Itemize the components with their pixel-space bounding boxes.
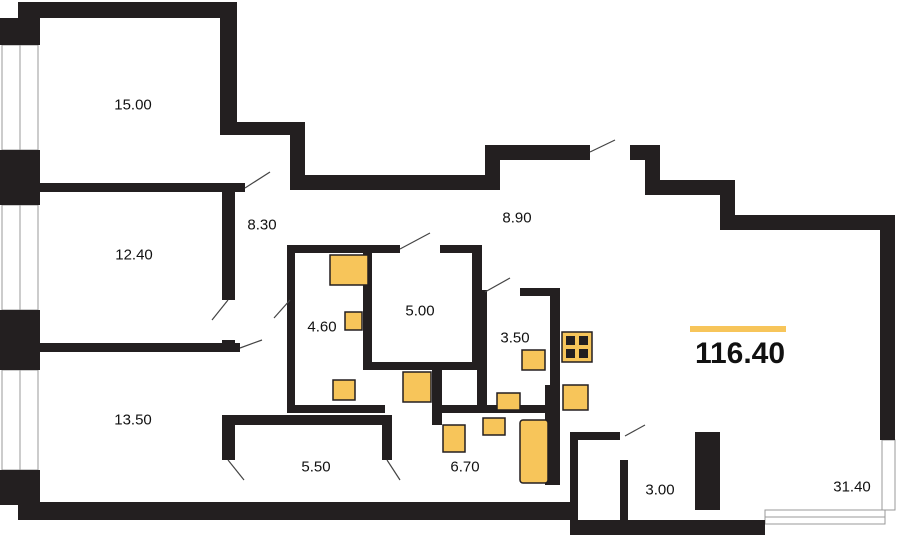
- sink-icon: [496, 392, 521, 411]
- room-area-bedroom-1: 15.00: [114, 96, 152, 114]
- stove-burners: [566, 336, 588, 358]
- room-area-bathroom-1: 4.60: [307, 318, 337, 336]
- room-area-kitchen-living: 31.40: [833, 478, 871, 496]
- room-area-balcony: 3.00: [645, 481, 675, 499]
- room-area-storage: 5.00: [405, 302, 435, 320]
- windows: [1, 44, 896, 525]
- bathtub-icon: [519, 419, 549, 484]
- room-area-bathroom-2: 3.50: [500, 329, 530, 347]
- room-area-hall: 8.30: [247, 216, 277, 234]
- room-area-wardrobe: 5.50: [301, 458, 331, 476]
- sink-icon: [402, 371, 432, 403]
- total-area-accent-bar: [690, 326, 786, 332]
- total-area: 116.40: [694, 337, 786, 370]
- room-area-bathroom-3: 6.70: [450, 458, 480, 476]
- toilet-icon: [332, 379, 356, 401]
- sink-icon: [562, 384, 589, 411]
- room-area-bedroom-2: 12.40: [115, 246, 153, 264]
- door-swings: [211, 139, 646, 481]
- sink-icon: [344, 311, 363, 331]
- toilet-icon: [442, 424, 466, 453]
- sink-icon: [482, 417, 506, 436]
- room-area-bedroom-3: 13.50: [114, 411, 152, 429]
- sink-icon: [329, 254, 369, 286]
- sink-icon: [521, 349, 546, 371]
- room-area-corridor: 8.90: [502, 209, 532, 227]
